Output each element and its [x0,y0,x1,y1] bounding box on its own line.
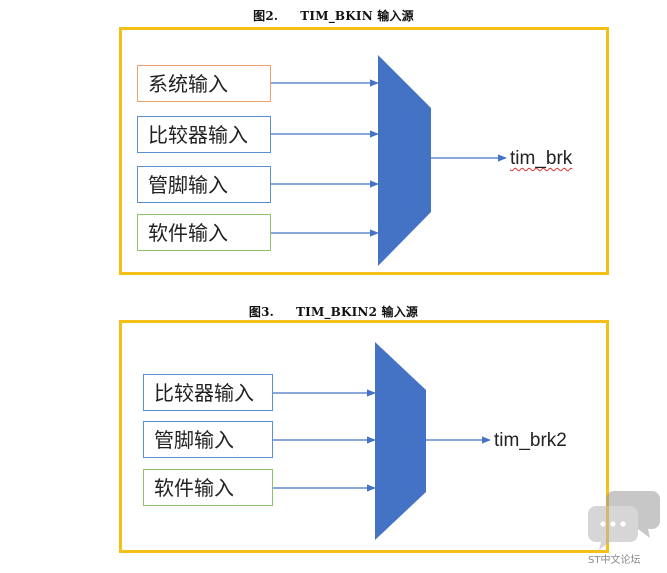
figure3-input-label: 软件输入 [154,475,234,500]
figure3-frame [119,320,609,553]
watermark-text: ST中文论坛 [588,555,641,566]
figure3-input-comparator: 比较器输入 [143,374,273,411]
chat-bubbles-icon [588,491,660,550]
figure3-caption-title: TIM_BKIN2 输入源 [296,305,419,319]
figure3-input-label: 比较器输入 [154,380,254,405]
figure2-output-text: tim_brk [510,148,573,169]
figure2-input-label: 系统输入 [148,71,228,96]
figure2-input-comparator: 比较器输入 [137,116,271,153]
figure2-input-label: 软件输入 [148,220,228,245]
figure2-caption: 图2. TIM_BKIN 输入源 [0,7,667,24]
figure3-input-software: 软件输入 [143,469,273,506]
figure2-caption-number: 图2. [253,9,279,23]
figure2-input-system: 系统输入 [137,65,271,102]
figure2-input-label: 比较器输入 [148,122,248,147]
figure2-input-software: 软件输入 [137,214,271,251]
figure3-output-text: tim_brk2 [494,430,567,451]
figure3-output-label: tim_brk2 [494,430,567,452]
figure3-multiplexer [375,342,426,540]
figure2-input-label: 管脚输入 [148,172,228,197]
figure2-input-pin: 管脚输入 [137,166,271,203]
figure3-input-label: 管脚输入 [154,427,234,452]
figure2-caption-title: TIM_BKIN 输入源 [300,9,414,23]
figure2-output-label: tim_brk [510,148,572,170]
figure3-input-pin: 管脚输入 [143,421,273,458]
figure3-caption: 图3. TIM_BKIN2 输入源 [0,303,667,320]
figure3-caption-number: 图3. [248,305,275,319]
figure2-frame [119,27,609,275]
figure2-multiplexer [378,55,431,266]
